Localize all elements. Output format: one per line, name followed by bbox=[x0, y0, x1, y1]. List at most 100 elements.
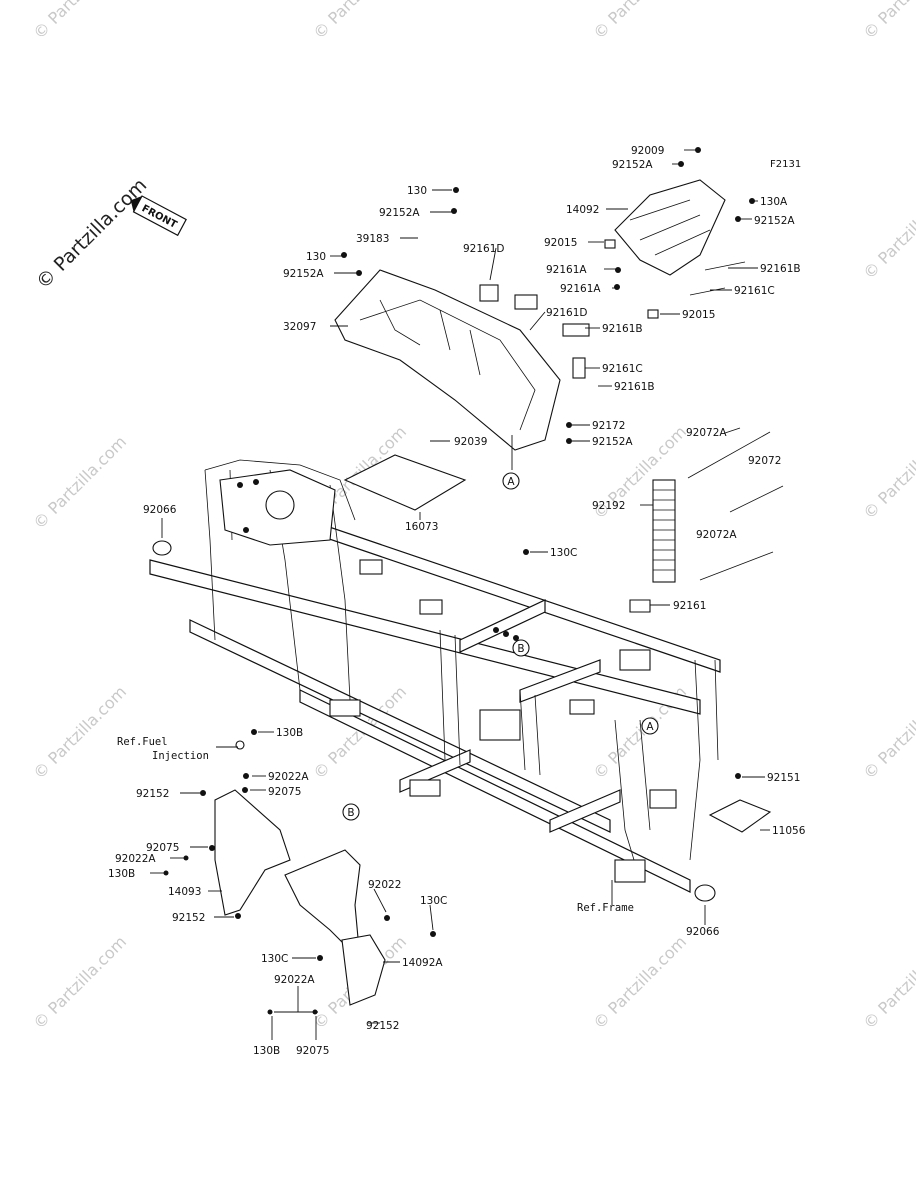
part-label: 16073 bbox=[405, 521, 438, 533]
watermark-tile: © Partzilla.com bbox=[859, 182, 916, 283]
watermark-tile: © Partzilla.com bbox=[589, 932, 690, 1033]
watermark-tiles: © Partzilla.com © Partzilla.com © Partzi… bbox=[29, 0, 916, 1033]
part-label: 92066 bbox=[686, 926, 720, 938]
ref-fuel-injection-line2: Injection bbox=[152, 750, 209, 762]
part-label: 130B bbox=[108, 868, 135, 880]
part-label: 92161 bbox=[673, 600, 706, 612]
part-label: 92161B bbox=[760, 263, 801, 275]
figure-code: F2131 bbox=[770, 159, 801, 170]
grommet-92161 bbox=[629, 599, 651, 613]
callout-b-mid: B bbox=[512, 639, 530, 657]
part-label: 11056 bbox=[772, 825, 806, 837]
front-direction-badge: FRONT bbox=[130, 195, 187, 237]
part-label: 92161B bbox=[602, 323, 643, 335]
callout-b-lower-text: B bbox=[347, 807, 354, 819]
rear-cover-32097 bbox=[334, 269, 590, 451]
watermark-tile: © Partzilla.com bbox=[309, 682, 410, 783]
watermark-tile: © Partzilla.com bbox=[589, 0, 690, 43]
part-label: 92152 bbox=[366, 1020, 399, 1032]
part-label: 130C bbox=[420, 895, 447, 907]
part-label: 14092A bbox=[402, 957, 443, 969]
part-label: 130B bbox=[253, 1045, 280, 1057]
part-label: 92075 bbox=[146, 842, 179, 854]
callout-b-mid-text: B bbox=[517, 643, 524, 655]
part-label: 92075 bbox=[268, 786, 301, 798]
part-label: 92022A bbox=[268, 771, 309, 783]
part-label: 130A bbox=[760, 196, 788, 208]
callout-a-bottom-text: A bbox=[646, 721, 654, 733]
part-label: 92039 bbox=[454, 436, 487, 448]
part-label: 92172 bbox=[592, 420, 625, 432]
part-label: 39183 bbox=[356, 233, 389, 245]
part-label: 92022 bbox=[368, 879, 401, 891]
part-label: 92161D bbox=[546, 307, 588, 319]
part-label: 92161A bbox=[560, 283, 601, 295]
band-92072A-upper bbox=[687, 431, 771, 479]
callout-a-top: A bbox=[502, 472, 520, 490]
part-label: 130B bbox=[276, 727, 303, 739]
part-label: 92152A bbox=[754, 215, 795, 227]
ref-frame: Ref.Frame bbox=[577, 902, 634, 914]
callout-b-lower: B bbox=[342, 803, 360, 821]
main-frame-drawing bbox=[149, 459, 721, 893]
corrugated-tube-ribs bbox=[653, 489, 675, 571]
band-92072 bbox=[729, 485, 784, 513]
part-label: 92161B bbox=[614, 381, 655, 393]
part-label: 14093 bbox=[168, 886, 201, 898]
part-label: 92072A bbox=[696, 529, 737, 541]
damper-92066-left bbox=[152, 540, 172, 556]
callout-a-bottom: A bbox=[641, 717, 659, 735]
watermark-main: © Partzilla.com bbox=[32, 174, 151, 293]
part-label: 92152A bbox=[379, 207, 420, 219]
part-label: 92152A bbox=[612, 159, 653, 171]
watermark-tile: © Partzilla.com bbox=[859, 682, 916, 783]
part-label: 130 bbox=[306, 251, 326, 263]
part-label: 92072A bbox=[686, 427, 727, 439]
part-label: 92151 bbox=[767, 772, 800, 784]
plate-11056 bbox=[708, 799, 772, 833]
watermark-tile: © Partzilla.com bbox=[29, 682, 130, 783]
part-label: 92192 bbox=[592, 500, 625, 512]
part-label: 92009 bbox=[631, 145, 664, 157]
part-label: 130 bbox=[407, 185, 427, 197]
part-label: 92022A bbox=[274, 974, 315, 986]
watermark-tile: © Partzilla.com bbox=[29, 932, 130, 1033]
part-label: 92152A bbox=[592, 436, 633, 448]
lower-guards bbox=[214, 789, 386, 1006]
floor-mat-16073 bbox=[343, 454, 467, 511]
part-label: 130C bbox=[550, 547, 577, 559]
part-label: 92152 bbox=[172, 912, 205, 924]
band-92072A-lower bbox=[699, 551, 774, 581]
watermark-tile: © Partzilla.com bbox=[29, 0, 130, 43]
part-label: 92015 bbox=[544, 237, 577, 249]
callout-a-top-text: A bbox=[507, 476, 515, 488]
part-label: 92161D bbox=[463, 243, 505, 255]
part-label: 92161C bbox=[734, 285, 775, 297]
part-label: 92022A bbox=[115, 853, 156, 865]
watermark-tile: © Partzilla.com bbox=[309, 0, 410, 43]
part-label: 130C bbox=[261, 953, 288, 965]
part-label: 92015 bbox=[682, 309, 715, 321]
ref-fuel-injection-line1: Ref.Fuel bbox=[117, 736, 168, 748]
part-label: 92161A bbox=[546, 264, 587, 276]
part-label: 32097 bbox=[283, 321, 316, 333]
part-label: 14092 bbox=[566, 204, 599, 216]
watermark-tile: © Partzilla.com bbox=[29, 432, 130, 533]
part-label: 92075 bbox=[296, 1045, 329, 1057]
leader-lines bbox=[150, 149, 770, 1040]
fastener-marks bbox=[163, 147, 755, 1015]
part-label: 92161C bbox=[602, 363, 643, 375]
part-label: 92152A bbox=[283, 268, 324, 280]
damper-92066-right bbox=[694, 884, 716, 902]
part-label: 92072 bbox=[748, 455, 781, 467]
part-label: 92066 bbox=[143, 504, 177, 516]
guard-14092 bbox=[604, 179, 746, 319]
watermark-tile: © Partzilla.com bbox=[859, 422, 916, 523]
corrugated-tube-92192 bbox=[652, 479, 676, 583]
watermark-tile: © Partzilla.com bbox=[859, 0, 916, 43]
part-label: 92152 bbox=[136, 788, 169, 800]
watermark-tile: © Partzilla.com bbox=[859, 932, 916, 1033]
part-number-labels: 92009 92152A 14092 130A 92152A 92015 921… bbox=[108, 145, 806, 1057]
